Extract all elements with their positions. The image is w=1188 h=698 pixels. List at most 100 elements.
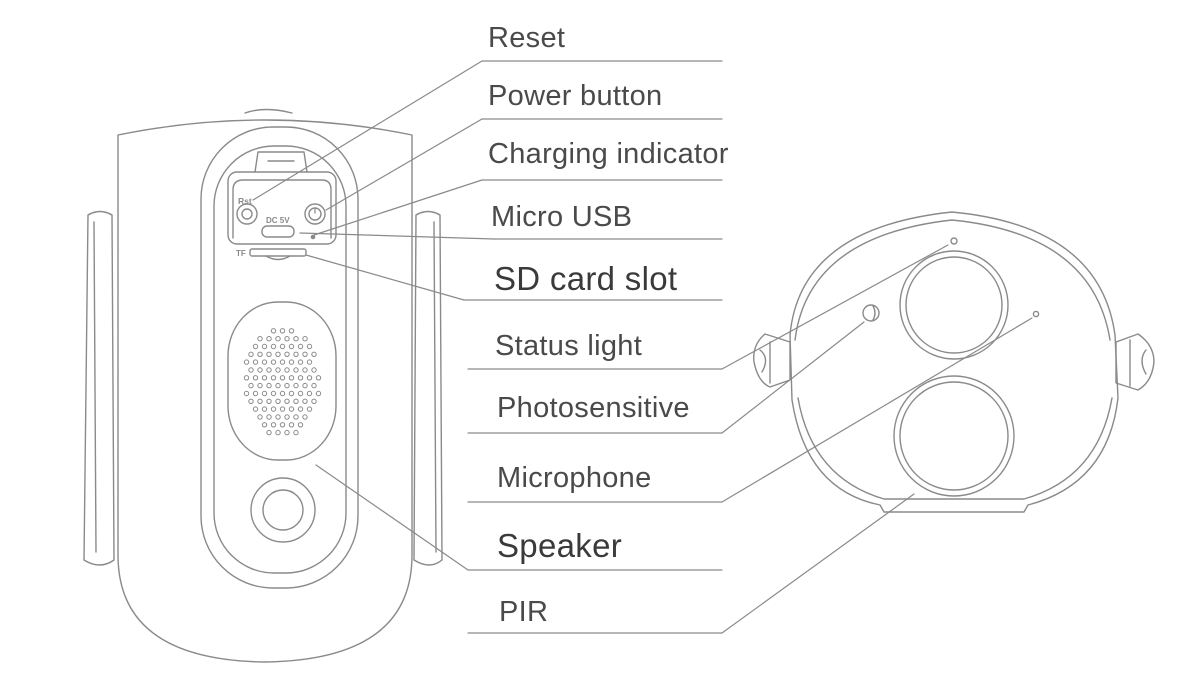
grille-hole [257, 336, 263, 342]
grille-hole [311, 382, 317, 389]
tf-marking: TF [236, 249, 246, 258]
grille-hole [270, 359, 277, 365]
rst-marking: Rst [238, 196, 252, 206]
grille-hole [243, 359, 250, 365]
grille-hole [288, 328, 295, 334]
grille-hole [293, 351, 299, 357]
grille-hole [297, 359, 304, 365]
grille-hole [288, 422, 295, 428]
grille-hole [315, 390, 322, 397]
grille-hole [275, 398, 281, 404]
port-area [227, 171, 337, 245]
label-reset: Reset [488, 22, 566, 54]
grille-hole [270, 390, 277, 397]
grille-hole [306, 343, 313, 350]
right-knob [1115, 333, 1155, 391]
grille-hole [248, 382, 254, 389]
grille-hole [279, 343, 286, 350]
status-light-dot [950, 237, 958, 245]
bottom-lens-outer [250, 477, 316, 543]
camera-front-view [753, 211, 1155, 513]
left-wing [83, 210, 115, 566]
grille-hole [279, 422, 286, 428]
grille-hole [275, 336, 281, 342]
grille-hole [266, 414, 272, 420]
grille-hole [311, 367, 317, 373]
grille-hole [284, 367, 290, 373]
grille-hole [261, 343, 268, 350]
grille-hole [311, 351, 317, 357]
grille-hole [266, 336, 272, 342]
label-photosensitive: Photosensitive [497, 392, 690, 424]
grille-hole [297, 406, 304, 412]
grille-hole [297, 343, 304, 350]
camera-body [117, 119, 413, 663]
grille-hole [288, 359, 295, 365]
reset-hole [236, 203, 258, 225]
grille-hole [302, 367, 308, 373]
grille-hole [261, 390, 268, 397]
back-panel-outer [200, 126, 359, 589]
grille-hole [266, 351, 272, 357]
grille-hole [306, 359, 313, 365]
grille-hole [248, 398, 254, 404]
grille-hole [293, 336, 299, 342]
grille-hole [257, 382, 263, 389]
grille-hole [243, 375, 250, 381]
grille-hole [275, 382, 281, 389]
grille-hole [270, 343, 277, 350]
power-button-shape [304, 203, 326, 225]
left-wing-inner [93, 221, 97, 553]
grille-hole [311, 398, 317, 404]
label-power-button: Power button [488, 80, 663, 112]
charging-indicator-dot [310, 234, 316, 240]
grille-hole [302, 382, 308, 389]
grille-hole [302, 398, 308, 404]
grille-hole [257, 398, 263, 404]
grille-hole [288, 375, 295, 381]
grille-hole [284, 429, 290, 436]
right-wing-inner [433, 221, 437, 553]
grille-hole [306, 375, 313, 381]
photosensitive-sensor [862, 304, 880, 322]
grille-hole [288, 390, 295, 397]
bottom-lens-inner [262, 489, 304, 531]
grille-hole [252, 406, 259, 412]
micro-usb-port [261, 225, 295, 238]
grille-hole [279, 375, 286, 381]
camera-lens-outer [899, 250, 1009, 360]
grille-hole [288, 406, 295, 412]
grille-hole [257, 414, 263, 420]
back-panel-inner [213, 145, 347, 574]
speaker-grille [243, 328, 322, 436]
pir-lens-outer [893, 375, 1015, 497]
grille-hole [293, 367, 299, 373]
grille-hole [270, 406, 277, 412]
grille-hole [261, 359, 268, 365]
label-charging-indicator: Charging indicator [488, 138, 729, 170]
grille-hole [288, 343, 295, 350]
dc5v-marking: DC 5V [266, 216, 290, 225]
grille-hole [252, 375, 259, 381]
front-housing [789, 211, 1119, 513]
grille-hole [270, 375, 277, 381]
port-cover-clip [254, 151, 308, 173]
grille-hole [279, 359, 286, 365]
grille-hole [306, 406, 313, 412]
grille-hole [284, 336, 290, 342]
camera-lens-inner [905, 256, 1003, 354]
grille-hole [261, 375, 268, 381]
leader-lines [252, 60, 1033, 634]
grille-hole [297, 422, 304, 428]
grille-hole [243, 390, 250, 397]
grille-hole [266, 429, 272, 436]
grille-hole [261, 406, 268, 412]
grille-hole [270, 422, 277, 428]
left-knob [753, 333, 791, 388]
pir-lens-inner [899, 381, 1009, 491]
grille-hole [293, 414, 299, 420]
microphone-hole [1032, 310, 1040, 318]
grille-hole [279, 328, 286, 334]
